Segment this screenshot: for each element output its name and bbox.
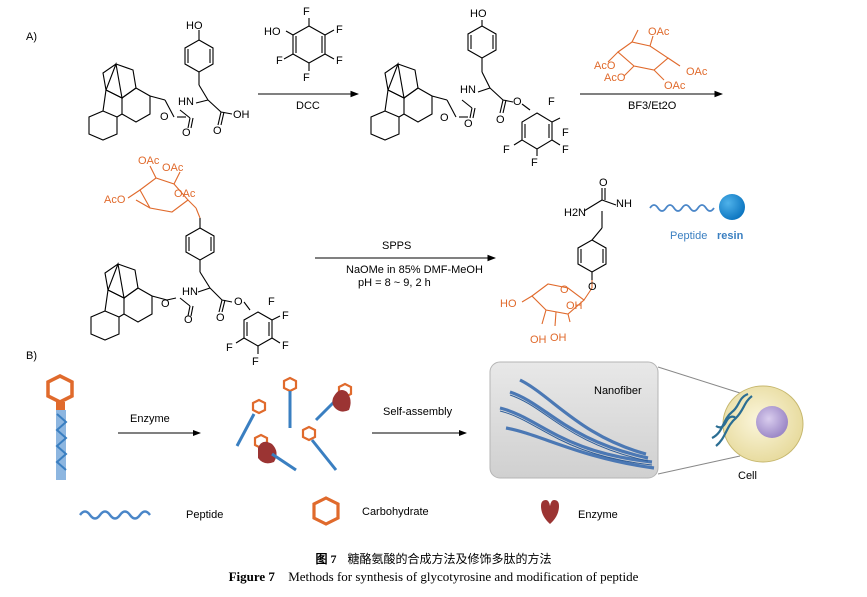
sugar-reagent-oac-1: OAc (648, 26, 670, 38)
pfp-f-right-bottom: F (336, 55, 343, 67)
pfp-f-top: F (303, 6, 310, 18)
panel-b-label: B) (26, 350, 37, 362)
reagent-bf3: BF3/Et2O (628, 100, 677, 112)
cleaved-fragments (235, 376, 353, 472)
caption-cn-number: 图 7 (315, 552, 337, 566)
atom-o-2d: O (513, 96, 522, 108)
sugar-structures (127, 29, 681, 327)
caption-en-number: Figure 7 (228, 569, 275, 584)
sugar-reagent-oac-3: OAc (664, 80, 686, 92)
pfp-ring-2 (513, 112, 561, 156)
c3-oac-2: OAc (162, 162, 184, 174)
peptide-chain-monomer (55, 413, 68, 471)
product-peptide-label: Peptide (670, 230, 708, 242)
atom-o-2c: O (496, 114, 505, 126)
atom-oh-1: OH (233, 109, 250, 121)
product-resin-label: resin (717, 230, 744, 242)
atom-o-3b: O (184, 314, 193, 326)
legend-peptide-label: Peptide (186, 509, 224, 521)
product-sugar-o: O (560, 284, 569, 296)
fmoc-group-3 (90, 261, 177, 341)
caption-en-text: Methods for synthesis of glycotyrosine a… (288, 569, 639, 584)
fmoc-group-2 (370, 61, 457, 141)
pfp3-f-5: F (226, 342, 233, 354)
product-o-link: O (588, 281, 597, 293)
atom-ho-1: HO (186, 20, 203, 32)
c3-oac-3: OAc (174, 188, 196, 200)
reagent-ph: pH = 8 ~ 9, 2 h (358, 277, 431, 289)
self-assembly-label: Self-assembly (383, 406, 453, 418)
caption-en: Figure 7 Methods for synthesis of glycot… (0, 569, 867, 585)
product-h2n: H2N (564, 207, 587, 219)
pfp-ho: HO (264, 26, 281, 38)
pfp-f-bottom: F (303, 72, 310, 84)
product-sugar-oh-3: OH (550, 332, 567, 344)
pfp2-f-2: F (562, 127, 569, 139)
peptide-chain (649, 204, 715, 212)
product-sugar-oh-1: OH (566, 300, 583, 312)
c3-oac-1: OAc (138, 155, 160, 167)
cell-nucleus (756, 406, 788, 438)
product-backbone (583, 188, 617, 241)
atom-o-1c: O (213, 125, 222, 137)
atom-o-1b: O (182, 127, 191, 139)
product-sugar-ho: HO (500, 298, 517, 310)
legend-carbohydrate-label: Carbohydrate (362, 506, 429, 518)
atom-hn-3: HN (182, 286, 198, 298)
carbohydrate-hexagon-monomer (46, 374, 74, 404)
atom-o-1a: O (160, 111, 169, 123)
pfp-f-left: F (276, 55, 283, 67)
legend-enzyme-icon (541, 500, 559, 524)
atom-o-3d: O (234, 296, 243, 308)
product-tyrosine-ring (577, 239, 607, 280)
reagent-dcc: DCC (296, 100, 320, 112)
pentafluorophenol (283, 18, 335, 71)
legend-carbohydrate-icon (312, 496, 340, 526)
tyrosine-ring-2 (459, 20, 531, 119)
tyrosine-ring-3 (179, 218, 251, 317)
resin-bead (719, 194, 745, 220)
pfp2-f-4: F (531, 157, 538, 169)
product-nh: NH (616, 198, 632, 210)
pfp3-f-1: F (268, 296, 275, 308)
fmoc-group-1 (88, 61, 175, 141)
sugar-reagent-aco-2: AcO (604, 72, 626, 84)
enzyme-arrow-label: Enzyme (130, 413, 170, 425)
pfp3-f-2: F (282, 310, 289, 322)
c3-aco: AcO (104, 194, 126, 206)
reagent-spps: SPPS (382, 240, 412, 252)
nanofiber-label: Nanofiber (594, 385, 642, 397)
atom-o-3a: O (161, 298, 170, 310)
pfp3-f-4: F (252, 356, 259, 368)
tyrosine-ring-1 (177, 30, 233, 129)
pfp-f-right-top: F (336, 24, 343, 36)
pfp2-f-3: F (562, 144, 569, 156)
atom-o-2a: O (440, 112, 449, 124)
pfp2-f-5: F (503, 144, 510, 156)
nanofiber-on-cell (711, 392, 753, 447)
legend-peptide-icon (79, 510, 151, 520)
reagent-naome: NaOMe in 85% DMF-MeOH (346, 264, 483, 276)
caption-cn: 图 7 糖酪氨酸的合成方法及修饰多肽的方法 (0, 550, 867, 567)
atom-o-2b: O (464, 118, 473, 130)
atom-hn-2: HN (460, 84, 476, 96)
atom-ho-2: HO (470, 8, 487, 20)
pfp3-f-3: F (282, 340, 289, 352)
pfp-ring-3 (235, 311, 281, 354)
product-o: O (599, 177, 608, 189)
product-sugar-oh-2: OH (530, 334, 547, 346)
nanofiber-strands (499, 378, 655, 470)
atom-hn-1: HN (178, 96, 194, 108)
legend-enzyme-label: Enzyme (578, 509, 618, 521)
caption-cn-text: 糖酪氨酸的合成方法及修饰多肽的方法 (347, 552, 552, 566)
sugar-reagent-oac-2: OAc (686, 66, 708, 78)
cell-label: Cell (738, 470, 757, 482)
pfp2-f-1: F (548, 96, 555, 108)
panel-a-label: A) (26, 31, 37, 43)
sugar-reagent-aco-1: AcO (594, 60, 616, 72)
atom-o-3c: O (216, 312, 225, 324)
